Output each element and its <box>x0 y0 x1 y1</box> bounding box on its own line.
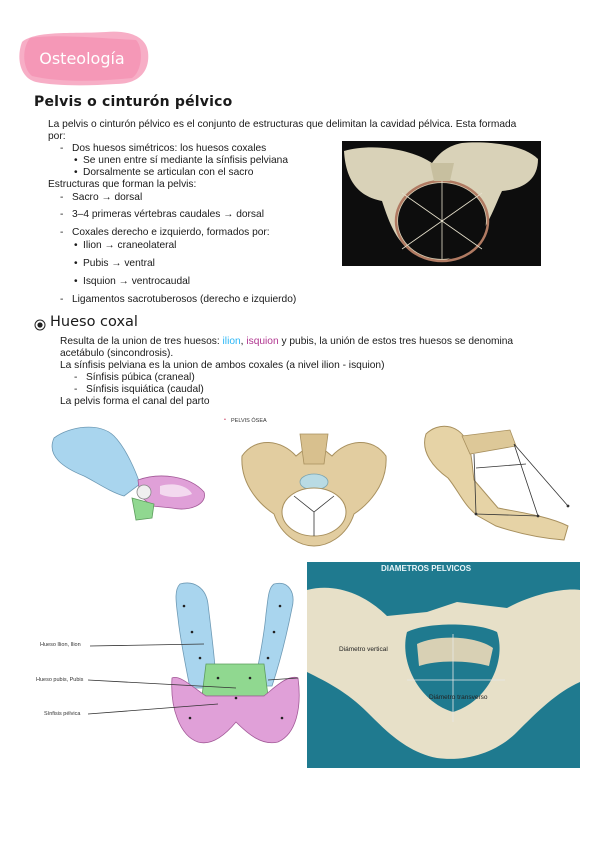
coxal-paragraph3: La pelvis forma el canal del parto <box>60 396 210 407</box>
diametro-transverso-label: Diámetro transverso <box>429 694 488 701</box>
diametros-photo: DIAMETROS PELVICOS Diámetro vertical Diá… <box>307 562 580 768</box>
figure-bullet-icon: • <box>224 417 226 423</box>
label-ilion: Hueso Ilion, Ilion <box>40 642 81 648</box>
coxal-bone-figure <box>40 422 210 532</box>
coxal-paragraph-line2: acetábulo (sincondrosis). <box>60 348 174 359</box>
label-sinfisis: Sínfisis pélvica <box>44 711 81 717</box>
diametros-title: DIAMETROS PELVICOS <box>381 564 472 573</box>
coxal-paragraph2: La sínfisis pelviana es la union de ambo… <box>60 360 385 371</box>
radio-bullet-icon <box>34 318 46 331</box>
pelvis-ventral-figure <box>30 578 302 750</box>
pelvis-oblique-figure <box>418 420 578 548</box>
list-item: -Sacro → dorsal <box>60 192 143 203</box>
list-item: -3–4 primeras vértebras caudales → dorsa… <box>60 209 264 220</box>
diametro-vertical-label: Diámetro vertical <box>339 646 388 653</box>
list-item: -Ligamentos sacrotuberosos (derecho e iz… <box>60 294 297 305</box>
pelvis-osea-label: PELVIS ÓSEA <box>231 418 267 424</box>
list-subitem: •Se unen entre sí mediante la sínfisis p… <box>74 155 289 166</box>
intro-line2: por: <box>48 131 66 142</box>
section-title: Pelvis o cinturón pélvico <box>34 94 233 110</box>
intro-line1: La pelvis o cinturón pélvico es el conju… <box>48 119 517 130</box>
list-subitem: •Dorsalmente se articulan con el sacro <box>74 167 254 178</box>
structures-heading: Estructuras que forman la pelvis: <box>48 179 197 190</box>
list-item: -Dos huesos simétricos: los huesos coxal… <box>60 143 267 154</box>
header-badge: Osteología <box>16 28 150 88</box>
list-subitem: -Sínfisis isquiática (caudal) <box>74 384 204 395</box>
coxal-paragraph: Resulta de la union de tres huesos: ilio… <box>60 336 514 347</box>
list-subitem: •Ilion → craneolateral <box>74 240 177 251</box>
list-subitem: •Pubis → ventral <box>74 258 155 269</box>
label-pubis: Hueso pubis, Pubis <box>36 677 84 683</box>
coxal-title: Hueso coxal <box>50 314 138 330</box>
list-subitem: •Isquion → ventrocaudal <box>74 276 191 287</box>
badge-text: Osteología <box>39 49 124 68</box>
list-subitem: -Sínfisis púbica (craneal) <box>74 372 195 383</box>
pelvis-osea-figure <box>236 426 392 548</box>
pelvis-photo <box>342 141 541 266</box>
list-item: -Coxales derecho e izquierdo, formados p… <box>60 227 270 238</box>
